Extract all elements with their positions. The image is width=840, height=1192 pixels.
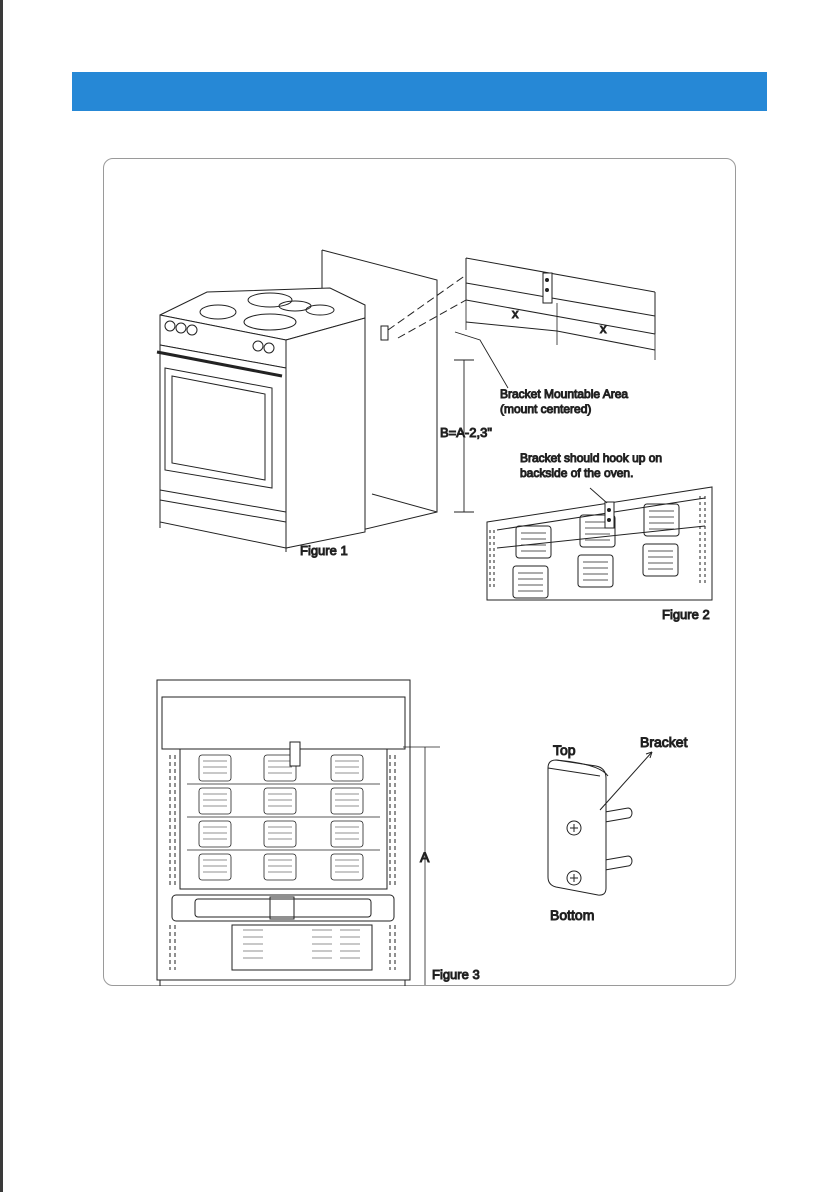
bracket-on-rear <box>290 742 300 766</box>
mountable-area-sublabel: (mount centered) <box>500 402 591 416</box>
spacing-label-left: x <box>512 306 519 321</box>
dimension-b-label: B=A-2,3" <box>440 425 492 440</box>
mountable-area-label: Bracket Mountable Area <box>500 387 628 401</box>
bracket-on-wall <box>381 326 388 340</box>
spacing-dimension-left <box>466 322 557 331</box>
bracket-arrow <box>600 752 652 810</box>
bottom-label: Bottom <box>550 907 594 923</box>
figure-3: A Figure 3 <box>157 680 480 986</box>
dimension-a-label: A <box>420 849 430 865</box>
figure-2: Bracket should hook up on backside of th… <box>487 451 712 622</box>
bracket-label: Bracket <box>640 734 688 750</box>
bracket-note-line1: Bracket should hook up on <box>520 451 662 465</box>
spacing-label-right: x <box>600 321 607 336</box>
range-body <box>157 288 365 552</box>
projection-line <box>388 275 466 338</box>
figure-1-caption: Figure 1 <box>300 543 348 558</box>
bracket-detail: Bracket Top Bottom <box>548 734 688 923</box>
top-label: Top <box>553 742 576 758</box>
bracket-on-oven <box>605 502 614 528</box>
mountable-area-band <box>466 258 655 334</box>
figure-2-caption: Figure 2 <box>662 607 710 622</box>
bracket-note-line2: backside of the oven. <box>520 466 633 480</box>
bracket-in-area <box>543 273 552 303</box>
figure-3-caption: Figure 3 <box>432 967 480 982</box>
